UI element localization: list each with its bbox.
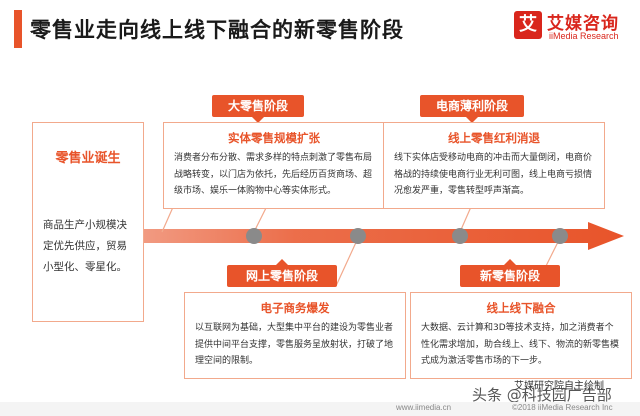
stage-card-3: 线上零售红利消退 线下实体店受移动电商的冲击而大量倒闭，电商价格战的持续使电商行…: [383, 122, 605, 209]
timeline-node-stage-3: [452, 228, 468, 244]
stage-card-1-body: 消费者分布分散、需求多样的特点刺激了零售布局战略转变，以门店为依托，先后经历百货…: [174, 153, 373, 196]
footer-url: www.iimedia.cn: [396, 403, 452, 412]
timeline-arrow: [120, 222, 624, 250]
stage-label-2: 网上零售阶段: [227, 259, 337, 287]
origin-desc: 商品生产小规模决定优先供应，贸易小型化、零星化。: [43, 219, 127, 273]
footer-bar: [0, 402, 640, 416]
stage-card-4-title: 线上线下融合: [486, 301, 556, 315]
timeline-node-stage-4: [552, 228, 568, 244]
title-accent-bar: [14, 10, 22, 48]
stage-label-4: 新零售阶段: [460, 259, 560, 287]
stage-card-2-title: 电子商务爆发: [260, 301, 330, 315]
stage-label-1: 大零售阶段: [212, 95, 304, 123]
stage-card-4-body: 大数据、云计算和3D等技术支持，加之消费者个性化需求增加，助合线上、线下、物流的…: [421, 323, 620, 366]
origin-title: 零售业诞生: [55, 151, 121, 166]
logo-icon: 艾: [514, 11, 542, 39]
stage-card-1-title: 实体零售规模扩张: [228, 131, 320, 145]
timeline-node-stage-2: [350, 228, 366, 244]
stage-card-3-body: 线下实体店受移动电商的冲击而大量倒闭，电商价格战的持续使电商行业无利可图，线上电…: [394, 153, 593, 196]
stage-card-2: 电子商务爆发 以互联网为基础，大型集中平台的建设为零售业者提供中间平台支撑，零售…: [184, 292, 406, 379]
source-credit: 艾媒研究院自主绘制: [514, 381, 604, 392]
origin-box: 零售业诞生 商品生产小规模决定优先供应，贸易小型化、零星化。: [32, 122, 144, 322]
stage-card-2-body: 以互联网为基础，大型集中平台的建设为零售业者提供中间平台支撑，零售服务呈放射状，…: [195, 323, 394, 366]
stage-label-3: 电商薄利阶段: [420, 95, 524, 123]
logo-name-en: iiMedia Research: [549, 31, 619, 41]
page-title: 零售业走向线上线下融合的新零售阶段: [30, 18, 404, 42]
stage-card-4: 线上线下融合 大数据、云计算和3D等技术支持，加之消费者个性化需求增加，助合线上…: [410, 292, 632, 379]
stage-card-1: 实体零售规模扩张 消费者分布分散、需求多样的特点刺激了零售布局战略转变，以门店为…: [163, 122, 385, 209]
stage-card-3-title: 线上零售红利消退: [448, 131, 540, 145]
connector-stage-3: [335, 237, 359, 287]
logo-name-cn: 艾媒咨询: [547, 14, 619, 34]
watermark-text: 头条 @科技园广告部: [472, 386, 612, 404]
footer-copyright: ©2018 iiMedia Research Inc: [512, 403, 613, 412]
timeline-node-stage-1: [246, 228, 262, 244]
